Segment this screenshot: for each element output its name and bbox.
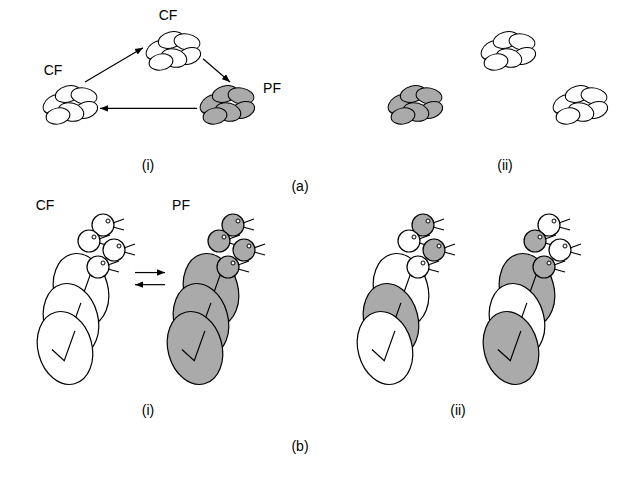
bird-head	[533, 256, 565, 278]
group-label: CF	[159, 8, 178, 22]
bird-head	[549, 239, 581, 261]
group-label: PF	[263, 81, 281, 95]
bird-head	[407, 256, 439, 278]
panel-label: (a)	[291, 179, 308, 193]
panel-label: (ii)	[497, 158, 513, 172]
cell-cluster	[143, 29, 203, 72]
cell-group: CF	[40, 82, 100, 126]
bird-body	[159, 305, 230, 390]
cell-cluster	[478, 29, 538, 72]
cell-group: PF	[165, 212, 265, 385]
transition-arrow	[203, 59, 230, 82]
cell-group: PF	[197, 82, 257, 126]
bird-flock	[29, 214, 135, 391]
bird-head	[217, 256, 249, 278]
bird-flock	[475, 214, 581, 391]
cell-cluster	[550, 83, 610, 126]
bird-body	[475, 305, 546, 390]
cell-cluster	[40, 83, 100, 126]
panel-label: (i)	[142, 403, 154, 417]
group-label: CF	[44, 63, 63, 77]
group-label: PF	[172, 198, 190, 212]
cell-group: CF	[35, 212, 135, 385]
bird-flock	[159, 214, 265, 391]
transition-arrow	[85, 48, 143, 82]
bird-body	[29, 305, 100, 390]
panel-label: (ii)	[450, 403, 466, 417]
bird-head	[233, 239, 265, 261]
bird-head	[423, 239, 455, 261]
cell-cluster	[385, 83, 445, 126]
bird-head	[103, 239, 135, 261]
panel-label: (b)	[291, 439, 308, 453]
transition-arrow	[135, 284, 165, 285]
transition-arrow	[135, 272, 165, 273]
bird-head	[87, 256, 119, 278]
cell-cluster	[197, 83, 257, 126]
panel-label: (i)	[142, 158, 154, 172]
bird-body	[349, 305, 420, 390]
transition-arrow	[100, 108, 197, 109]
cell-group: CF	[143, 28, 203, 72]
group-label: CF	[36, 198, 55, 212]
bird-flock	[349, 214, 455, 391]
